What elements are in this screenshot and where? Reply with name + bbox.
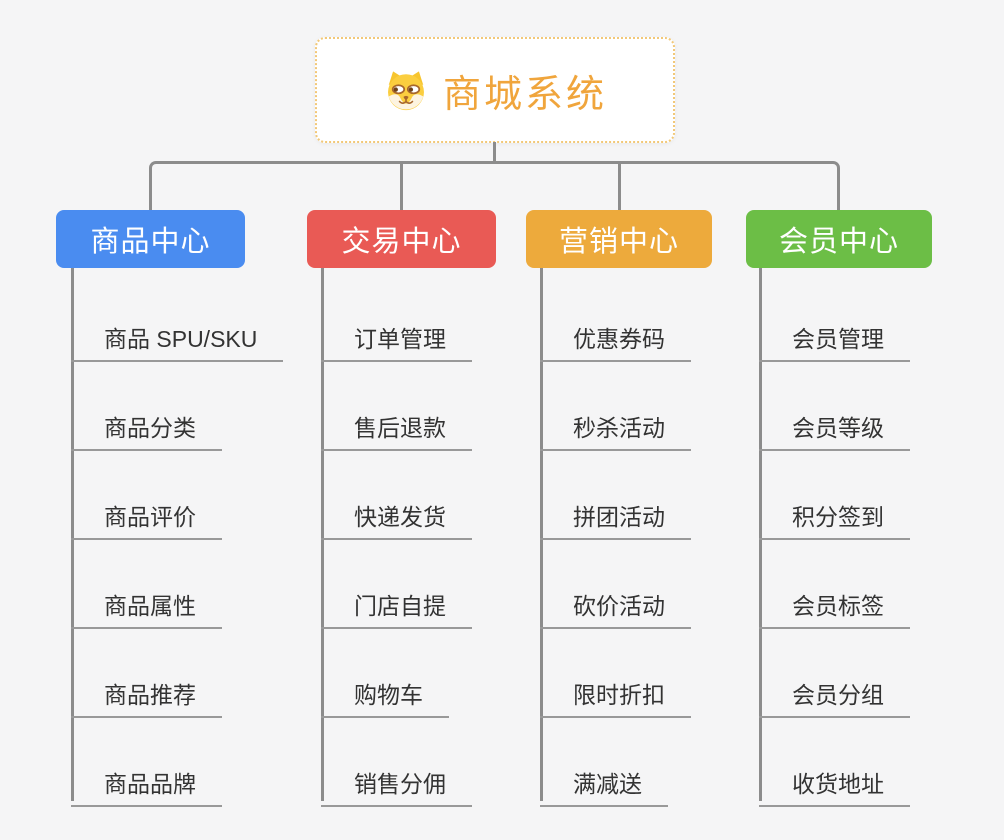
- branch-stem-connector: [71, 268, 74, 801]
- dog-icon: [388, 71, 424, 111]
- leaf-node[interactable]: 会员管理: [759, 308, 910, 362]
- leaf-node[interactable]: 满减送: [540, 753, 668, 807]
- leaf-node[interactable]: 商品 SPU/SKU: [71, 308, 284, 362]
- leaf-node[interactable]: 订单管理: [321, 308, 472, 362]
- leaf-node[interactable]: 商品推荐: [71, 664, 222, 718]
- leaf-node[interactable]: 拼团活动: [540, 486, 691, 540]
- leaf-node[interactable]: 门店自提: [321, 575, 472, 629]
- leaf-node[interactable]: 商品分类: [71, 397, 222, 451]
- leaf-node[interactable]: 购物车: [321, 664, 449, 718]
- leaf-node[interactable]: 快递发货: [321, 486, 472, 540]
- leaf-node[interactable]: 积分签到: [759, 486, 910, 540]
- leaf-node[interactable]: 商品属性: [71, 575, 222, 629]
- branch-drop-connector: [400, 163, 403, 210]
- branch-stem-connector: [540, 268, 543, 801]
- leaf-node[interactable]: 会员标签: [759, 575, 910, 629]
- branch-node-product-center[interactable]: 商品中心: [56, 210, 245, 268]
- leaf-node[interactable]: 会员等级: [759, 397, 910, 451]
- leaf-node[interactable]: 优惠券码: [540, 308, 691, 362]
- branch-drop-connector: [618, 163, 621, 210]
- root-stem-connector: [493, 142, 496, 162]
- leaf-node[interactable]: 会员分组: [759, 664, 910, 718]
- leaf-node[interactable]: 销售分佣: [321, 753, 472, 807]
- leaf-node[interactable]: 限时折扣: [540, 664, 691, 718]
- leaf-node[interactable]: 商品评价: [71, 486, 222, 540]
- branch-stem-connector: [759, 268, 762, 801]
- branch-stem-connector: [321, 268, 324, 801]
- leaf-node[interactable]: 商品品牌: [71, 753, 222, 807]
- leaf-node[interactable]: 秒杀活动: [540, 397, 691, 451]
- branch-node-trade-center[interactable]: 交易中心: [307, 210, 496, 268]
- branch-node-member-center[interactable]: 会员中心: [746, 210, 932, 268]
- root-title: 商城系统: [442, 73, 607, 116]
- leaf-node[interactable]: 收货地址: [759, 753, 910, 807]
- branch-node-marketing-center[interactable]: 营销中心: [526, 210, 712, 268]
- leaf-node[interactable]: 砍价活动: [540, 575, 691, 629]
- root-node[interactable]: 商城系统: [315, 37, 675, 143]
- leaf-node[interactable]: 售后退款: [321, 397, 472, 451]
- branch-rail-connector: [149, 161, 840, 210]
